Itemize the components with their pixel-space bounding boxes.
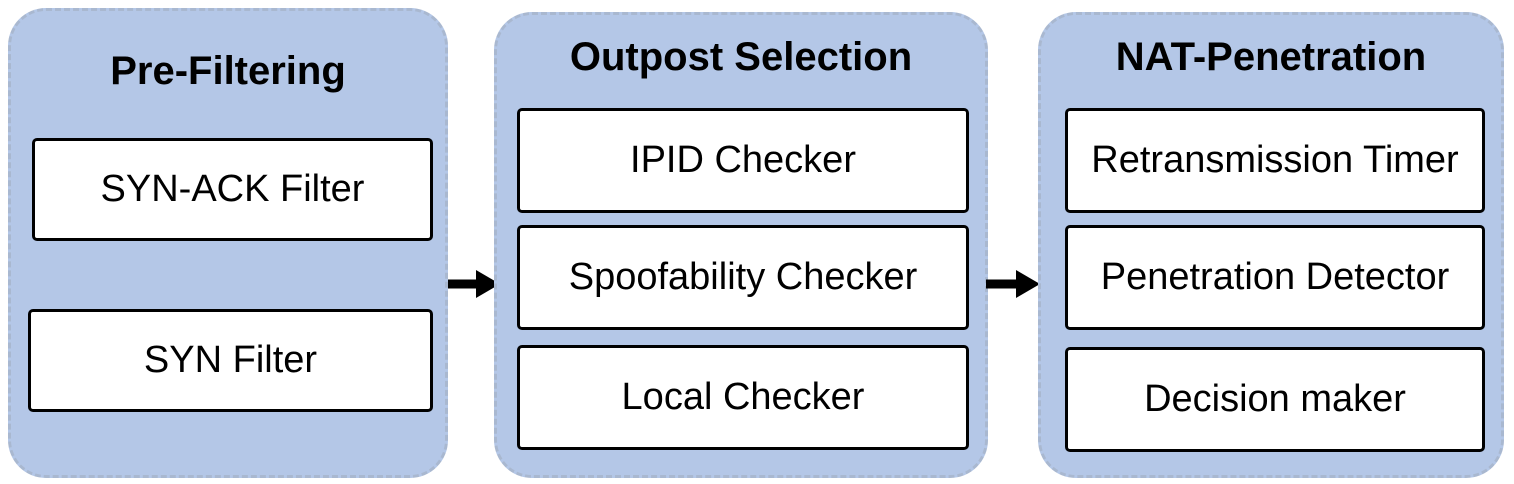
stage-item-label: Penetration Detector: [1100, 255, 1450, 298]
stage-item-label: Spoofability Checker: [568, 255, 918, 298]
stage-item: Retransmission Timer: [1065, 108, 1485, 213]
stage-item: SYN Filter: [28, 309, 433, 412]
stage-item: SYN-ACK Filter: [32, 138, 433, 241]
stage-item: IPID Checker: [517, 108, 969, 213]
stage-panel-pre-filtering: Pre-Filtering SYN-ACK Filter SYN Filter: [8, 8, 448, 478]
stage-item: Spoofability Checker: [517, 225, 969, 330]
stage-item-label: Decision maker: [1144, 377, 1406, 420]
stage-title: Pre-Filtering: [110, 49, 346, 93]
stage-item-label: SYN Filter: [143, 338, 318, 381]
stage-title: NAT-Penetration: [1115, 35, 1427, 79]
stage-panel-outpost-selection: Outpost Selection IPID Checker Spoofabil…: [494, 12, 988, 478]
stage-item: Penetration Detector: [1065, 225, 1485, 330]
stage-item: Decision maker: [1065, 347, 1485, 452]
stage-item: Local Checker: [517, 345, 969, 450]
stage-title: Outpost Selection: [569, 35, 913, 79]
stage-item-label: SYN-ACK Filter: [100, 167, 365, 210]
stage-panel-nat-penetration: NAT-Penetration Retransmission Timer Pen…: [1038, 12, 1504, 478]
flow-arrow: [448, 270, 500, 298]
stage-item-label: Retransmission Timer: [1091, 138, 1459, 181]
stage-item-label: IPID Checker: [630, 138, 856, 181]
flow-arrow: [986, 270, 1040, 298]
stage-item-label: Local Checker: [621, 375, 865, 418]
